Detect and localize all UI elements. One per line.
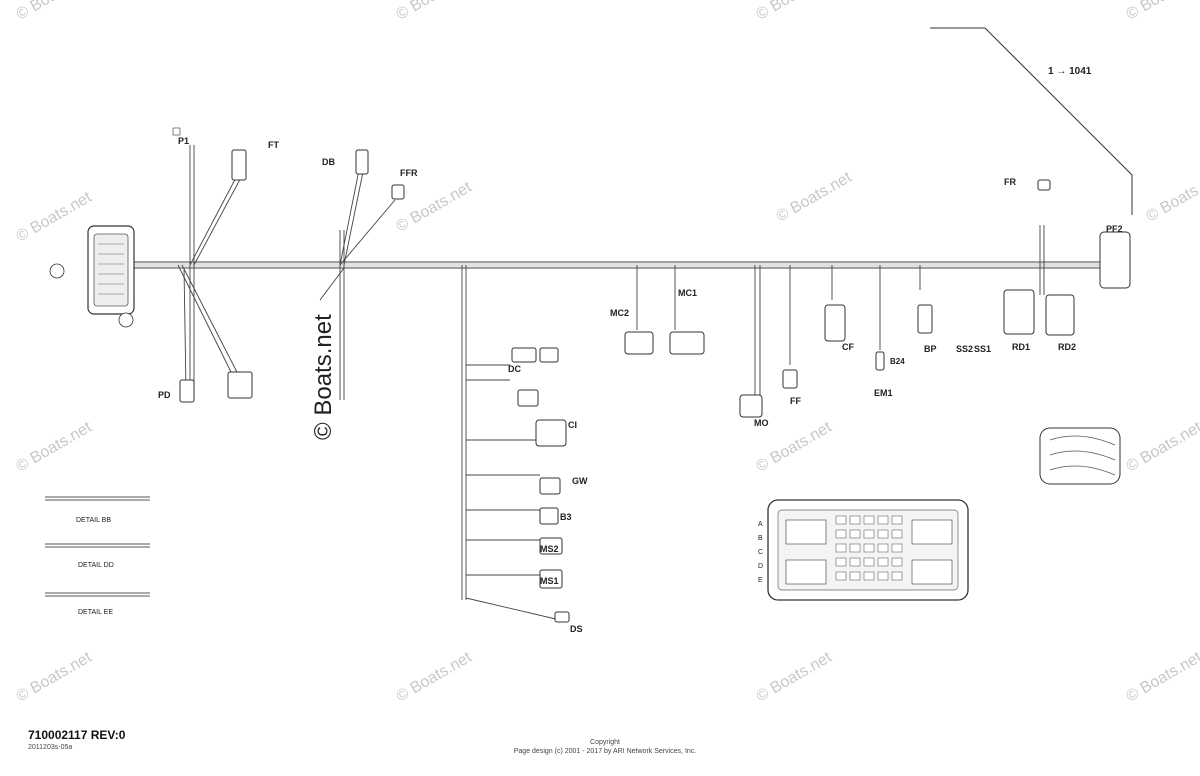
connector-label: B24	[890, 357, 905, 366]
detail-labels: DETAIL BB DETAIL DD DETAIL EE	[76, 517, 114, 616]
detail-label: DETAIL EE	[78, 609, 113, 616]
watermark-text: © Boats.net	[774, 169, 856, 226]
connector-label: EM1	[874, 388, 893, 398]
watermark-text: © Boats.net	[754, 0, 836, 23]
fuse-row-label: A	[758, 521, 763, 528]
connector-label: PF2	[1106, 224, 1123, 234]
central-connectors	[511, 347, 570, 623]
watermark-text: © Boats.net	[14, 419, 96, 476]
callout-label: 1 → 1041	[1048, 66, 1092, 77]
connector-label: SS1	[974, 344, 991, 354]
central-branch	[461, 265, 561, 621]
connector-pd: PD	[158, 379, 195, 403]
connector-label: PD	[158, 390, 171, 400]
connector-label: GW	[572, 476, 588, 486]
connector-label: DS	[570, 624, 583, 634]
watermark-text: © Boats.net	[1124, 0, 1200, 23]
main-trunk	[130, 261, 1115, 269]
connector-ffr: FFR	[391, 168, 418, 200]
drawing-part-number: 710002117 REV:0	[28, 728, 126, 742]
callout-1041: 1 → 1041	[930, 27, 1133, 215]
connector-label: MS2	[540, 544, 559, 554]
connector-label: RD1	[1012, 342, 1030, 352]
connector-label: B3	[560, 512, 572, 522]
fuse-row-label: D	[758, 563, 763, 570]
copyright-notice: Copyright Page design (c) 2001 - 2017 by…	[440, 738, 770, 756]
drawing-sub-code: 2011203s-05a	[28, 744, 73, 751]
watermark-text: © Boats.net	[14, 649, 96, 706]
watermark-text: © Boats.net	[1124, 649, 1200, 706]
connector-label: MS1	[540, 576, 559, 586]
connector-ft: FT	[231, 140, 279, 181]
details	[45, 496, 150, 597]
ecm-connector	[49, 225, 135, 328]
connector-label: FT	[268, 140, 279, 150]
watermark-text: © Boats.net	[754, 649, 836, 706]
central-labels: DC CI GW B3 MS2 MS1 DS	[508, 364, 588, 634]
right-lower-connector	[1049, 435, 1116, 476]
watermark-text: © Boats.net	[1144, 169, 1200, 226]
connector-label: FF	[790, 396, 801, 406]
watermark-group: © Boats.net © Boats.net © Boats.net © Bo…	[14, 0, 1200, 705]
connector-label: MC2	[610, 308, 629, 318]
fuse-box	[767, 499, 969, 601]
connector-label: SS2	[956, 344, 973, 354]
copyright-line1: Copyright	[590, 739, 620, 746]
watermark-text: © Boats.net	[394, 179, 476, 236]
connector-label: FFR	[400, 168, 418, 178]
right-center-connectors	[624, 179, 1131, 485]
right-center-branches	[636, 225, 1045, 395]
copyright-line2: Page design (c) 2001 - 2017 by ARI Netwo…	[513, 748, 697, 755]
fuse-row-label: C	[758, 549, 763, 556]
connector-label: CF	[842, 342, 854, 352]
connector-label: RD2	[1058, 342, 1076, 352]
connector-label: CI	[568, 420, 577, 430]
fuse-row-label: E	[758, 577, 763, 584]
watermark-text: © Boats.net	[394, 0, 476, 23]
connector-label: BP	[924, 344, 937, 354]
left-branches	[177, 145, 396, 400]
fuse-box-row-labels: A B C D E	[758, 521, 763, 584]
boats-net-watermark: © Boats.net	[310, 314, 337, 440]
connector-label: DB	[322, 157, 335, 167]
watermark-text: © Boats.net	[14, 189, 96, 246]
connector-pd-right	[227, 371, 253, 399]
connector-label: DC	[508, 364, 521, 374]
fuse-row-label: B	[758, 535, 763, 542]
detail-label: DETAIL BB	[76, 517, 111, 524]
connector-label: MC1	[678, 288, 697, 298]
connector-db: DB	[322, 149, 369, 175]
connector-label: MO	[754, 418, 769, 428]
connector-label: P1	[178, 136, 189, 146]
watermark-text: © Boats.net	[14, 0, 96, 23]
connector-p1: P1	[172, 127, 189, 146]
detail-label: DETAIL DD	[78, 562, 114, 569]
right-center-labels: MC2 MC1 MO FF CF BP SS2 SS1 RD1 RD2 EM1 …	[610, 177, 1123, 428]
connector-label: FR	[1004, 177, 1016, 187]
watermark-text: © Boats.net	[1124, 419, 1200, 476]
watermark-text: © Boats.net	[394, 649, 476, 706]
